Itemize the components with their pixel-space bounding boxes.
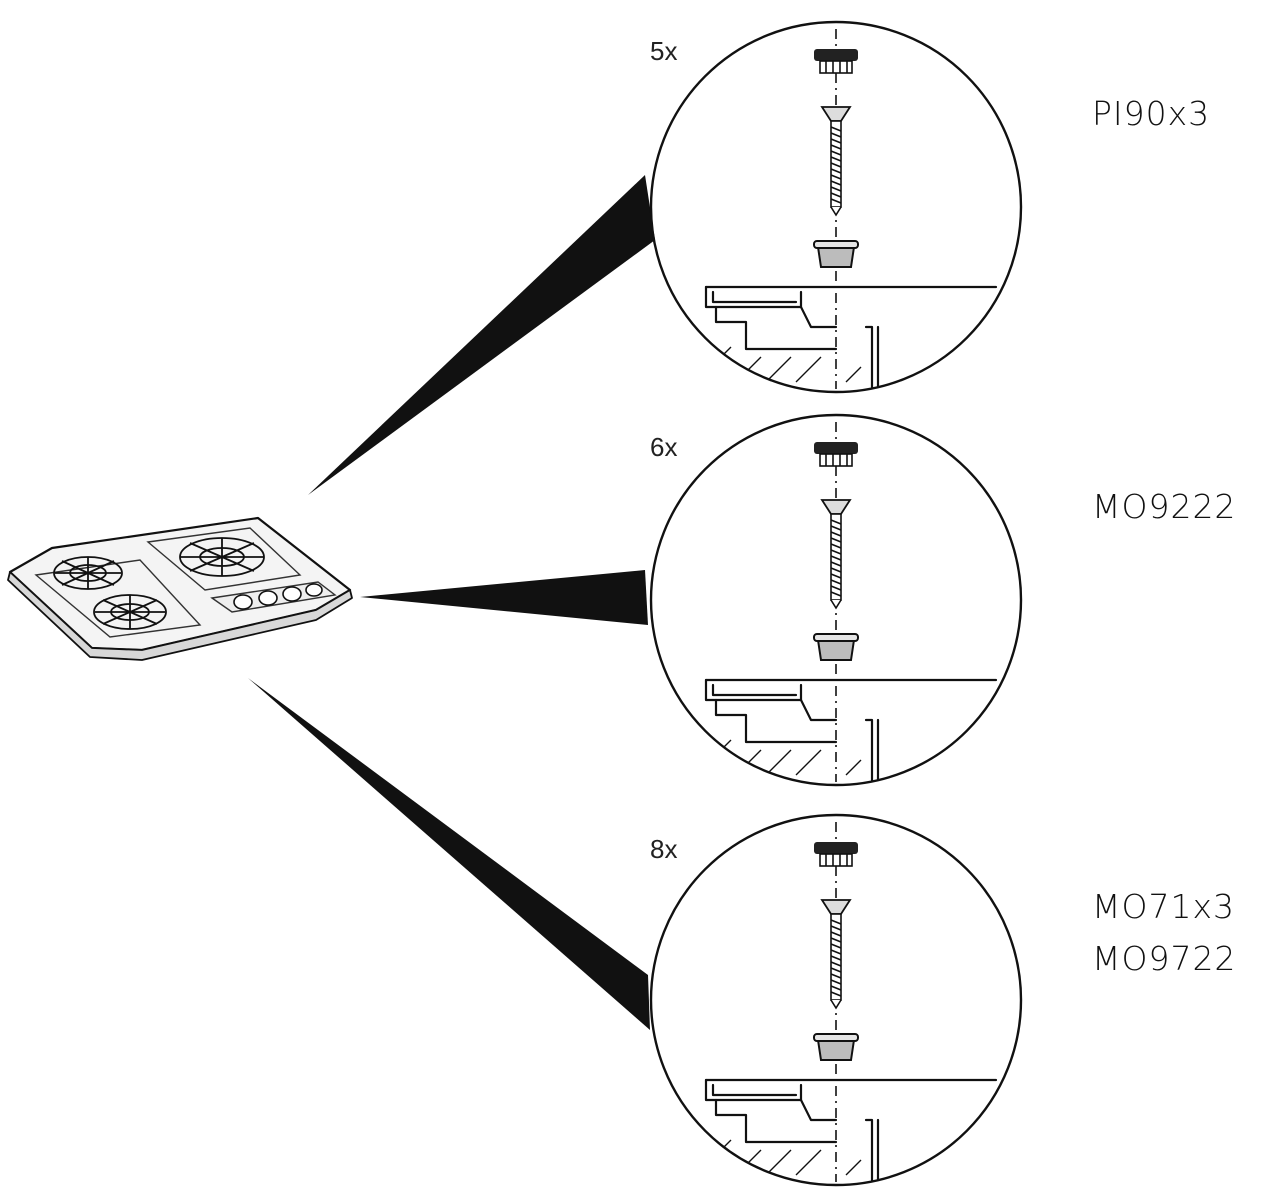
wedge-middle	[360, 570, 648, 625]
model-label-1: PI90x3	[1092, 94, 1210, 133]
pointer-wedges	[248, 175, 655, 1030]
quantity-label-1: 5x	[650, 36, 677, 66]
detail-circle-1	[649, 20, 1023, 394]
detail-circle-3	[649, 813, 1023, 1187]
detail-circle-2	[649, 413, 1023, 787]
hob-icon	[7, 516, 353, 661]
wedge-top	[308, 175, 655, 495]
model-label-3a: MO71x3	[1092, 887, 1235, 926]
quantity-label-2: 6x	[650, 432, 677, 462]
wedge-bottom	[248, 678, 650, 1030]
quantity-label-3: 8x	[650, 834, 677, 864]
model-label-3b: MO9722	[1092, 939, 1236, 978]
model-label-2: MO9222	[1092, 487, 1236, 526]
